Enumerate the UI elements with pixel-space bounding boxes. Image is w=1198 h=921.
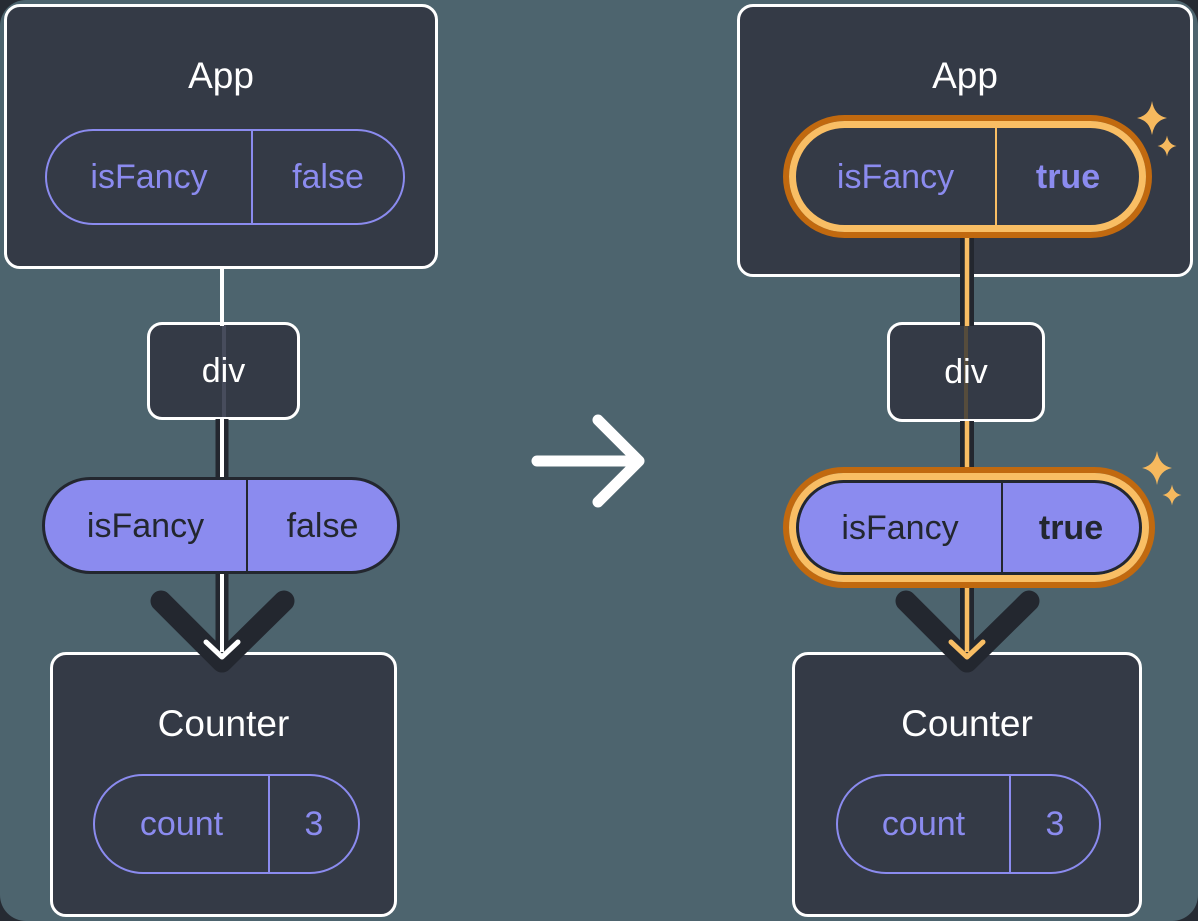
state-pill-isfancy: isFancy false	[45, 129, 405, 225]
counter-component-card: Counter count 3	[50, 652, 397, 917]
pill-key: count	[95, 776, 270, 872]
pill-value: true	[1038, 508, 1104, 547]
app-component-card: App isFancy false	[4, 4, 438, 269]
connector-ghost-line	[221, 325, 226, 417]
pill-value: true	[1035, 157, 1101, 196]
sparkle-icon	[1162, 484, 1182, 506]
pill-key: isFancy	[796, 128, 997, 225]
div-label: div	[944, 352, 988, 391]
pill-key: isFancy	[45, 480, 248, 571]
connector-ghost-line	[964, 325, 968, 419]
state-pill-count: count 3	[836, 774, 1101, 874]
pill-key: isFancy	[47, 131, 253, 223]
pill-key: isFancy	[799, 483, 1003, 572]
component-title: Counter	[157, 703, 290, 744]
component-title: App	[932, 55, 998, 96]
prop-pill-isfancy: isFancy false	[42, 477, 400, 574]
prop-pill-isfancy-highlighted: isFancy true	[783, 467, 1155, 588]
counter-component-card: Counter count 3	[792, 652, 1142, 917]
div-label: div	[201, 351, 246, 390]
pill-value: false	[286, 506, 359, 545]
pill-value: false	[292, 158, 364, 196]
pill-key: count	[838, 776, 1011, 872]
sparkle-icons-bottom	[1142, 451, 1182, 506]
pill-value: 3	[1045, 805, 1065, 843]
state-pill-count: count 3	[93, 774, 360, 874]
component-title: Counter	[901, 703, 1033, 744]
pill-value: 3	[304, 805, 324, 843]
arrow-right-icon	[531, 414, 645, 508]
component-title: App	[188, 55, 254, 96]
sparkle-icon	[1142, 451, 1172, 485]
state-pill-isfancy-highlighted: isFancy true	[783, 115, 1152, 238]
div-component-card: div	[147, 322, 300, 420]
div-component-card: div	[887, 322, 1045, 422]
